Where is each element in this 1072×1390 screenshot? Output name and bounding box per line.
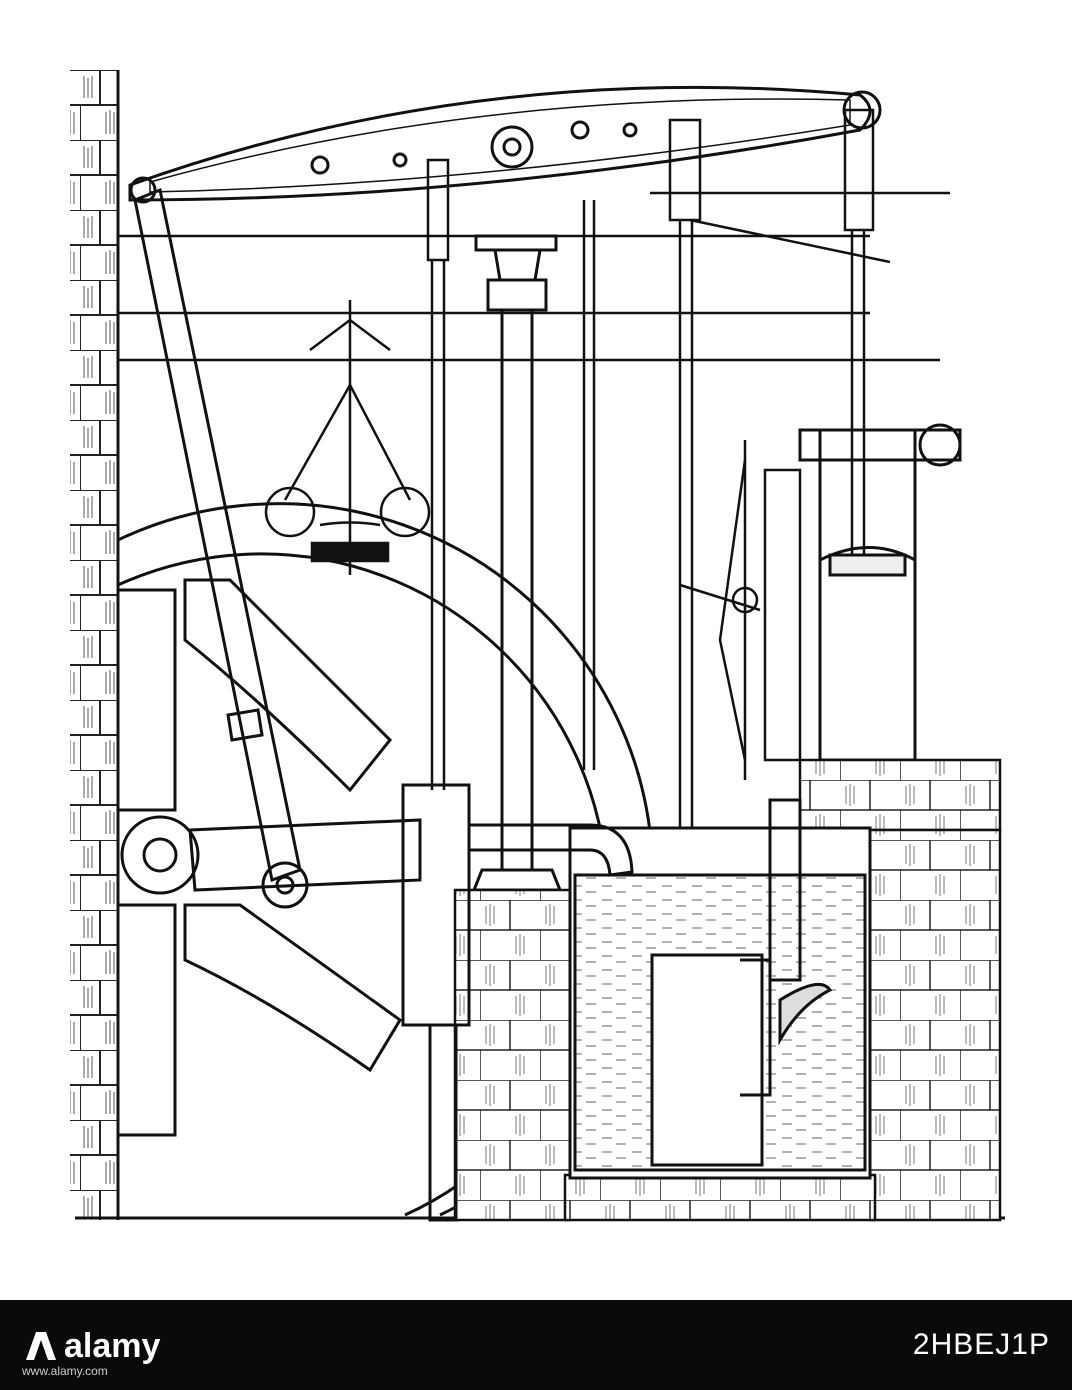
image-id: 2HBEJ1P bbox=[912, 1328, 1050, 1361]
alamy-url: www.alamy.com bbox=[22, 1364, 108, 1378]
left-brick-wall bbox=[70, 70, 120, 1220]
connecting-rod bbox=[133, 187, 309, 909]
alamy-logo: alamy bbox=[26, 1327, 160, 1365]
svg-text:alamy: alamy bbox=[64, 1327, 160, 1365]
pump-rods bbox=[426, 108, 891, 1050]
frame-rails bbox=[118, 191, 950, 362]
central-column bbox=[471, 234, 563, 892]
condenser-tank bbox=[568, 826, 872, 1180]
steam-cylinder bbox=[798, 423, 962, 762]
valve-gear bbox=[679, 440, 802, 780]
centrifugal-governor bbox=[264, 300, 431, 575]
discharge-pipes bbox=[401, 783, 802, 1222]
engraving-illustration bbox=[70, 70, 1005, 1222]
masonry-foundation bbox=[453, 758, 1002, 1222]
beam bbox=[128, 85, 882, 204]
watermark-footer bbox=[0, 1300, 1072, 1390]
